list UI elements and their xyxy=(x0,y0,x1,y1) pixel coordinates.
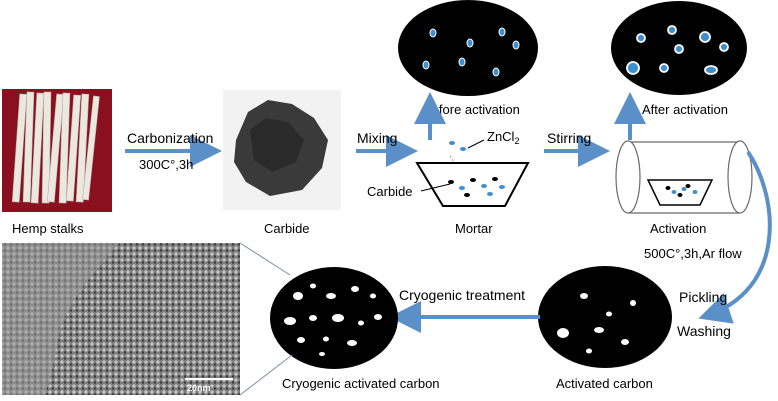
carbonization-condition: 300C°,3h xyxy=(139,157,193,172)
after-activation-label: After activation xyxy=(642,102,728,117)
tem-leader-bottom xyxy=(239,354,293,396)
after-activation-pores xyxy=(626,25,729,75)
mixing-label: Mixing xyxy=(357,130,397,146)
zncl2-leader xyxy=(467,139,485,149)
activated-carbon-pores xyxy=(557,293,636,354)
activation-label: Activation xyxy=(650,221,706,236)
carbide-photo xyxy=(223,90,341,210)
before-activation-disc xyxy=(398,0,538,96)
activated-carbon-disc xyxy=(538,266,672,368)
hemp-stalks-label: Hemp stalks xyxy=(12,221,84,236)
washing-label: Washing xyxy=(677,323,731,339)
scale-bar-label: 20nm xyxy=(187,383,211,393)
zncl2-label: ZnCl2 xyxy=(487,129,519,146)
carbide-in-mortar-label: Carbide xyxy=(367,184,413,199)
carbide-leader xyxy=(420,183,451,192)
carbide-label: Carbide xyxy=(264,221,310,236)
zncl2-drops xyxy=(449,141,466,151)
before-activation-label: Before activation xyxy=(423,102,520,117)
mortar-contents xyxy=(448,177,505,197)
tem-leader-top xyxy=(239,242,291,276)
activation-to-activated-arrow xyxy=(698,150,772,324)
before-activation-pores xyxy=(422,27,520,77)
stirring-label: Stirring xyxy=(547,130,591,146)
activated-carbon-label: Activated carbon xyxy=(556,376,653,391)
cryogenic-carbon-label: Cryogenic activated carbon xyxy=(282,376,440,391)
cryogenic-treatment-label: Cryogenic treatment xyxy=(399,287,525,303)
activation-condition: 500C°,3h,Ar flow xyxy=(644,246,742,261)
mortar-vessel xyxy=(415,162,530,207)
hemp-stalks-photo xyxy=(2,89,112,212)
tem-micrograph xyxy=(2,243,240,395)
pickling-label: Pickling xyxy=(679,289,727,305)
mortar-label: Mortar xyxy=(455,221,493,236)
activation-tube xyxy=(615,140,753,214)
cryogenic-carbon-pores xyxy=(284,283,382,356)
carbonization-label: Carbonization xyxy=(127,130,213,146)
